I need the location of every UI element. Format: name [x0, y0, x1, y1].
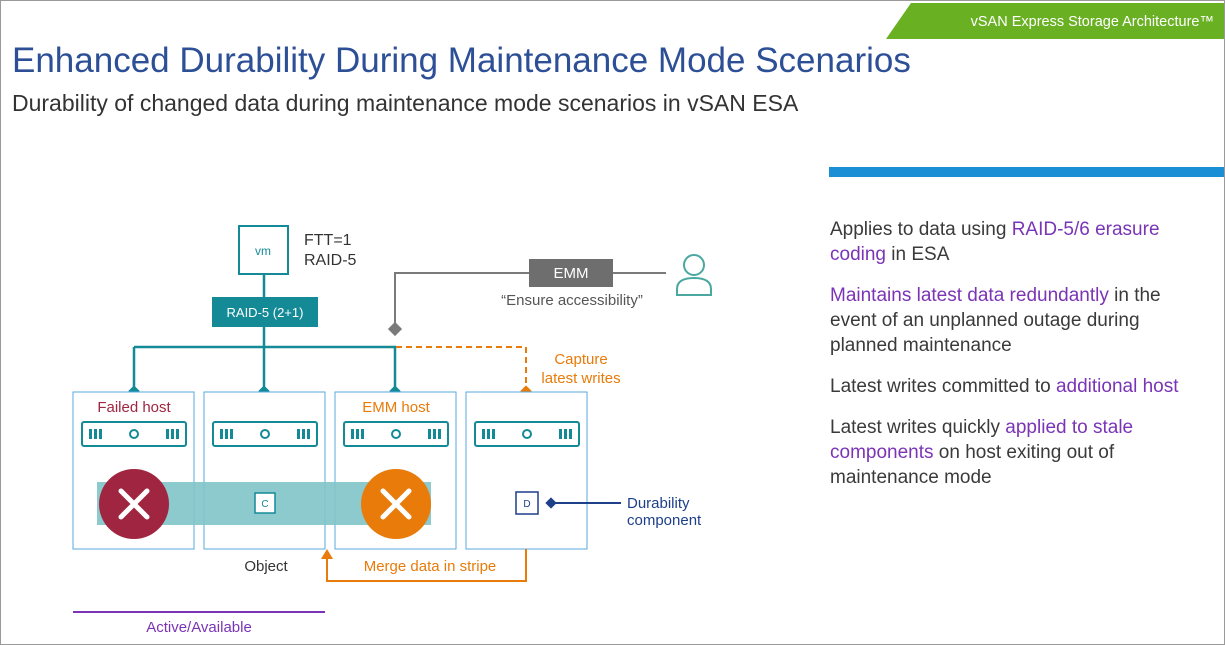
capture-line-2: latest writes: [541, 370, 620, 387]
host-4: [465, 391, 588, 550]
capture-line-1: Capture: [554, 351, 607, 368]
brand-tag-text: vSAN Express Storage Architecture™: [971, 14, 1214, 30]
legend-label: Active/Available: [146, 619, 252, 636]
failed-x-icon: [99, 469, 169, 539]
bullet-3-text: Latest writes committed to: [830, 376, 1056, 397]
page-subtitle: Durability of changed data during mainte…: [12, 90, 799, 116]
component-d-label: D: [523, 499, 530, 510]
durability-node: [545, 497, 557, 509]
emm-box-label: EMM: [554, 265, 589, 282]
page-title: Enhanced Durability During Maintenance M…: [12, 41, 911, 80]
accent-bar: [829, 167, 1224, 177]
bullet-4-highlight: applied to stale components: [830, 417, 1134, 463]
bullet-1-text: Applies to data using: [830, 219, 1012, 240]
bullet-2: Maintains latest data redundantly in the…: [830, 283, 1210, 358]
brand-tag: vSAN Express Storage Architecture™: [886, 3, 1224, 39]
emm-box: EMM: [529, 259, 613, 287]
component-c-label: C: [261, 499, 268, 510]
host-2: [203, 391, 326, 550]
server-icon: [81, 421, 187, 447]
bullet-1-text-end: in ESA: [886, 244, 950, 265]
merge-path: [326, 549, 527, 582]
raid-box: RAID-5 (2+1): [212, 297, 318, 327]
server-icon: [343, 421, 449, 447]
server-icon: [474, 421, 580, 447]
bullet-4: Latest writes quickly applied to stale c…: [830, 415, 1210, 490]
bullet-4-text: Latest writes quickly: [830, 417, 1006, 438]
host-label-emm: EMM host: [362, 399, 430, 416]
bullet-2-text: in the event of an unplanned outage duri…: [830, 285, 1161, 356]
bullet-3-highlight: additional host: [1055, 376, 1179, 397]
durability-line-2: component: [627, 512, 702, 529]
emm-connector: [394, 272, 529, 329]
vm-label: vm: [255, 244, 271, 258]
vm-icon: vm: [238, 225, 289, 275]
bullet-3: Latest writes committed to additional ho…: [830, 374, 1210, 399]
ensure-accessibility: “Ensure accessibility”: [501, 292, 643, 309]
object-label: Object: [244, 558, 288, 575]
bullet-2-highlight: Maintains latest data redundantly: [830, 285, 1109, 306]
host-label-failed: Failed host: [97, 399, 171, 416]
durability-component-d-icon: D: [515, 491, 539, 515]
component-c-icon: C: [254, 492, 276, 514]
raid-box-label: RAID-5 (2+1): [227, 305, 304, 320]
bullet-1: Applies to data using RAID-5/6 erasure c…: [830, 217, 1210, 267]
merge-arrowhead: [321, 549, 333, 559]
server-icon: [212, 421, 318, 447]
bullet-4-text-end: on host exiting out of maintenance mode: [830, 442, 1115, 488]
durability-line-1: Durability: [627, 495, 690, 512]
capture-path: [396, 346, 527, 391]
policy-raid: RAID-5: [304, 252, 357, 269]
merge-label: Merge data in stripe: [364, 558, 497, 575]
bullet-list: Applies to data using RAID-5/6 erasure c…: [830, 217, 1210, 506]
emm-node: [387, 321, 403, 337]
emm-x-icon: [361, 469, 431, 539]
bullet-1-highlight: RAID-5/6 erasure coding: [830, 219, 1160, 265]
user-icon: [676, 254, 712, 296]
policy-ftt: FTT=1: [304, 232, 352, 249]
